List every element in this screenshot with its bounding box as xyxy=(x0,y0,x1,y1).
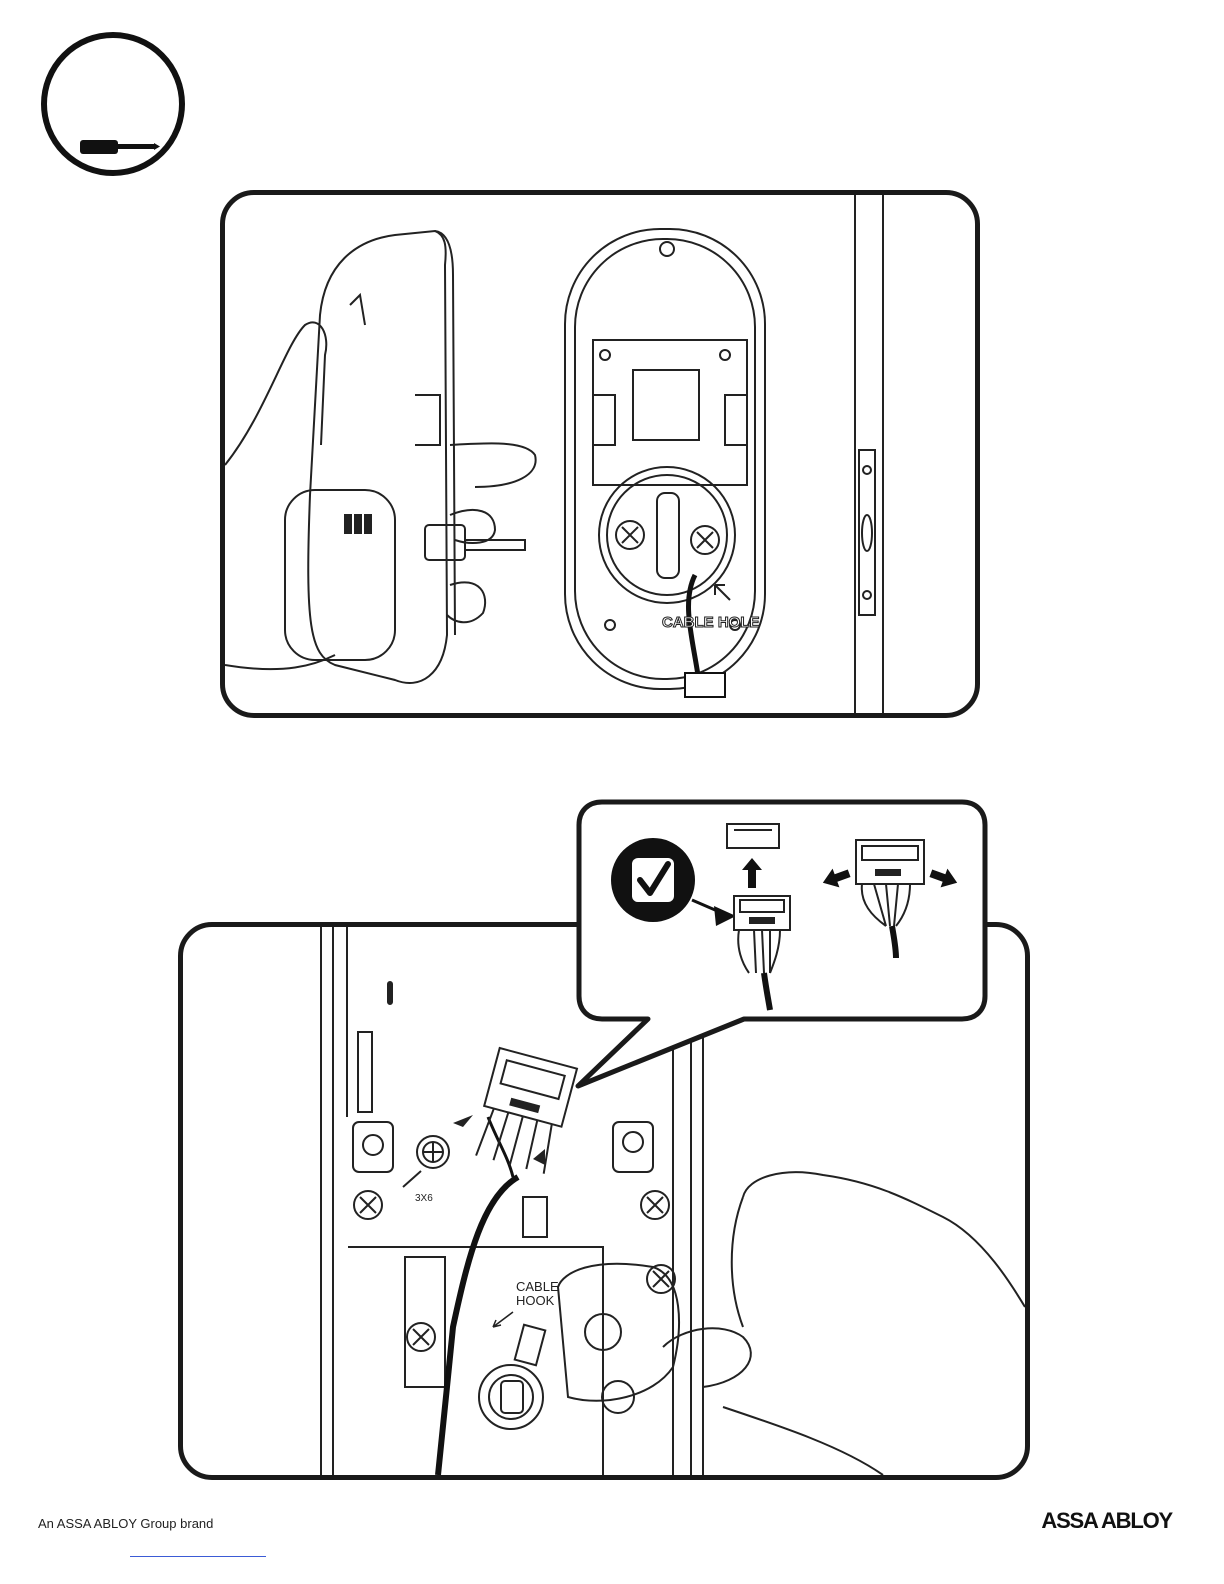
cable-hole-label: CABLE HOLE xyxy=(662,614,760,631)
connector-callout xyxy=(574,798,990,1090)
lock-assembly-illustration: CABLE HOLE xyxy=(225,195,975,713)
assa-abloy-logo: ASSA ABLOY xyxy=(1041,1508,1172,1534)
illustration-panel-top: CABLE HOLE xyxy=(220,190,980,718)
screw-size-label: 3X6 xyxy=(415,1193,433,1204)
footer-brand-text: An ASSA ABLOY Group brand xyxy=(38,1516,213,1531)
cable-hook-label-line2: HOOK xyxy=(516,1293,555,1308)
checkmark-icon xyxy=(611,838,695,922)
cable-hook-label-line1: CABLE xyxy=(516,1279,559,1294)
step-badge xyxy=(36,30,192,180)
footer-link-underline xyxy=(130,1556,266,1557)
